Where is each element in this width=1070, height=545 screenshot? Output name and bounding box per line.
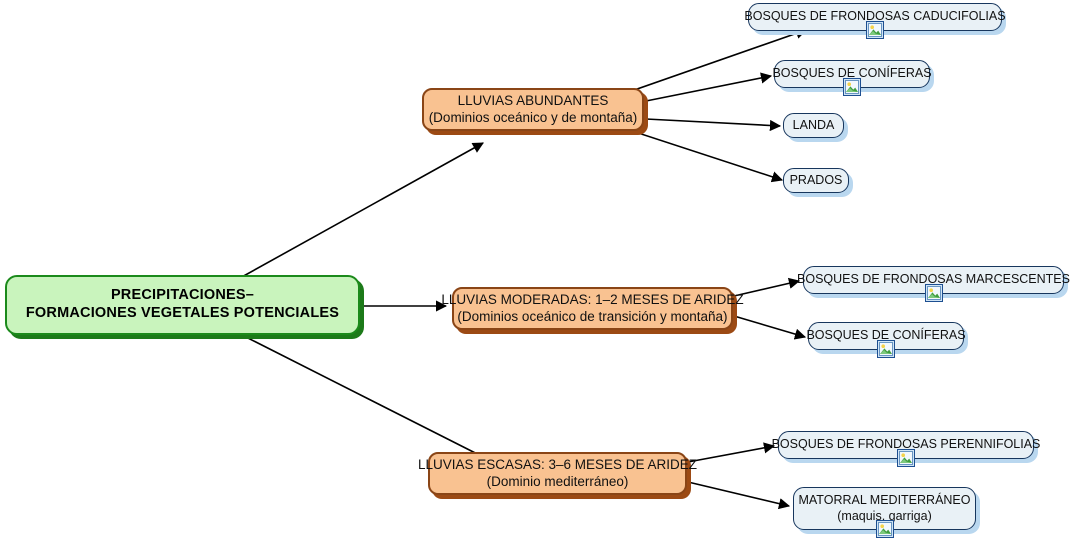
leaf-label: BOSQUES DE FRONDOSAS MARCESCENTES bbox=[797, 272, 1070, 287]
node-lluvias-abundantes[interactable]: LLUVIAS ABUNDANTES (Dominios oceánico y … bbox=[422, 88, 644, 131]
root-label-line1: PRECIPITACIONES– bbox=[110, 287, 255, 304]
leaf-label: MATORRAL MEDITERRÁNEO bbox=[798, 493, 971, 508]
lluvias-abundantes-line1: LLUVIAS ABUNDANTES bbox=[457, 93, 609, 109]
node-bosques-frondosas-perennifolias[interactable]: BOSQUES DE FRONDOSAS PERENNIFOLIAS bbox=[772, 431, 1040, 467]
image-icon bbox=[843, 78, 861, 96]
leaf-sublabel: (maquis, garriga) bbox=[837, 508, 932, 523]
root-label-line2: FORMACIONES VEGETALES POTENCIALES bbox=[25, 305, 340, 321]
node-matorral-mediterraneo[interactable]: MATORRAL MEDITERRÁNEO (maquis, garriga) bbox=[793, 487, 976, 538]
edge-escasas-to-matorral bbox=[687, 481, 791, 510]
image-icon bbox=[897, 449, 915, 467]
image-icon bbox=[866, 21, 884, 39]
leaf-label: BOSQUES DE CONÍFERAS bbox=[772, 66, 932, 81]
lluvias-moderadas-line1: LLUVIAS MODERADAS: 1–2 MESES DE ARIDEZ bbox=[441, 292, 744, 308]
leaf-label: LANDA bbox=[792, 117, 835, 132]
leaf-label: BOSQUES DE CONÍFERAS bbox=[806, 328, 966, 343]
edge-moderadas-to-marcescentes bbox=[733, 277, 801, 297]
node-bosques-coniferas-abundantes[interactable]: BOSQUES DE CONÍFERAS bbox=[772, 60, 932, 96]
edge-abundantes-to-coniferas-1 bbox=[645, 72, 773, 102]
edge-root-to-escasas bbox=[239, 333, 504, 468]
node-bosques-frondosas-caducifolias[interactable]: BOSQUES DE FRONDOSAS CADUCIFOLIAS bbox=[744, 3, 1006, 39]
lluvias-abundantes-line2: (Dominios oceánico y de montaña) bbox=[428, 109, 638, 125]
node-bosques-frondosas-marcescentes[interactable]: BOSQUES DE FRONDOSAS MARCESCENTES bbox=[797, 266, 1070, 302]
leaf-label: BOSQUES DE FRONDOSAS PERENNIFOLIAS bbox=[771, 437, 1041, 452]
node-lluvias-escasas[interactable]: LLUVIAS ESCASAS: 3–6 MESES DE ARIDEZ (Do… bbox=[418, 452, 697, 495]
leaf-label: BOSQUES DE FRONDOSAS CADUCIFOLIAS bbox=[744, 9, 1006, 24]
edge-moderadas-to-coniferas-2 bbox=[733, 315, 807, 340]
lluvias-escasas-line1: LLUVIAS ESCASAS: 3–6 MESES DE ARIDEZ bbox=[417, 457, 698, 473]
lluvias-moderadas-line2: (Dominios oceánico de transición y monta… bbox=[457, 308, 728, 324]
edge-abundantes-to-landa bbox=[645, 118, 782, 132]
node-bosques-coniferas-moderadas[interactable]: BOSQUES DE CONÍFERAS bbox=[806, 322, 966, 358]
edge-root-to-abundantes bbox=[239, 142, 484, 279]
node-root[interactable]: PRECIPITACIONES– FORMACIONES VEGETALES P… bbox=[5, 275, 360, 335]
edge-escasas-to-perennifolias bbox=[687, 442, 776, 463]
lluvias-escasas-line2: (Dominio mediterráneo) bbox=[486, 473, 629, 489]
node-prados[interactable]: PRADOS bbox=[783, 168, 849, 193]
image-icon bbox=[877, 340, 895, 358]
node-landa[interactable]: LANDA bbox=[783, 113, 844, 138]
image-icon bbox=[924, 284, 943, 302]
image-icon bbox=[875, 520, 894, 538]
leaf-label: PRADOS bbox=[789, 172, 843, 187]
edge-abundantes-to-prados bbox=[619, 126, 784, 183]
node-lluvias-moderadas[interactable]: LLUVIAS MODERADAS: 1–2 MESES DE ARIDEZ (… bbox=[441, 287, 744, 330]
